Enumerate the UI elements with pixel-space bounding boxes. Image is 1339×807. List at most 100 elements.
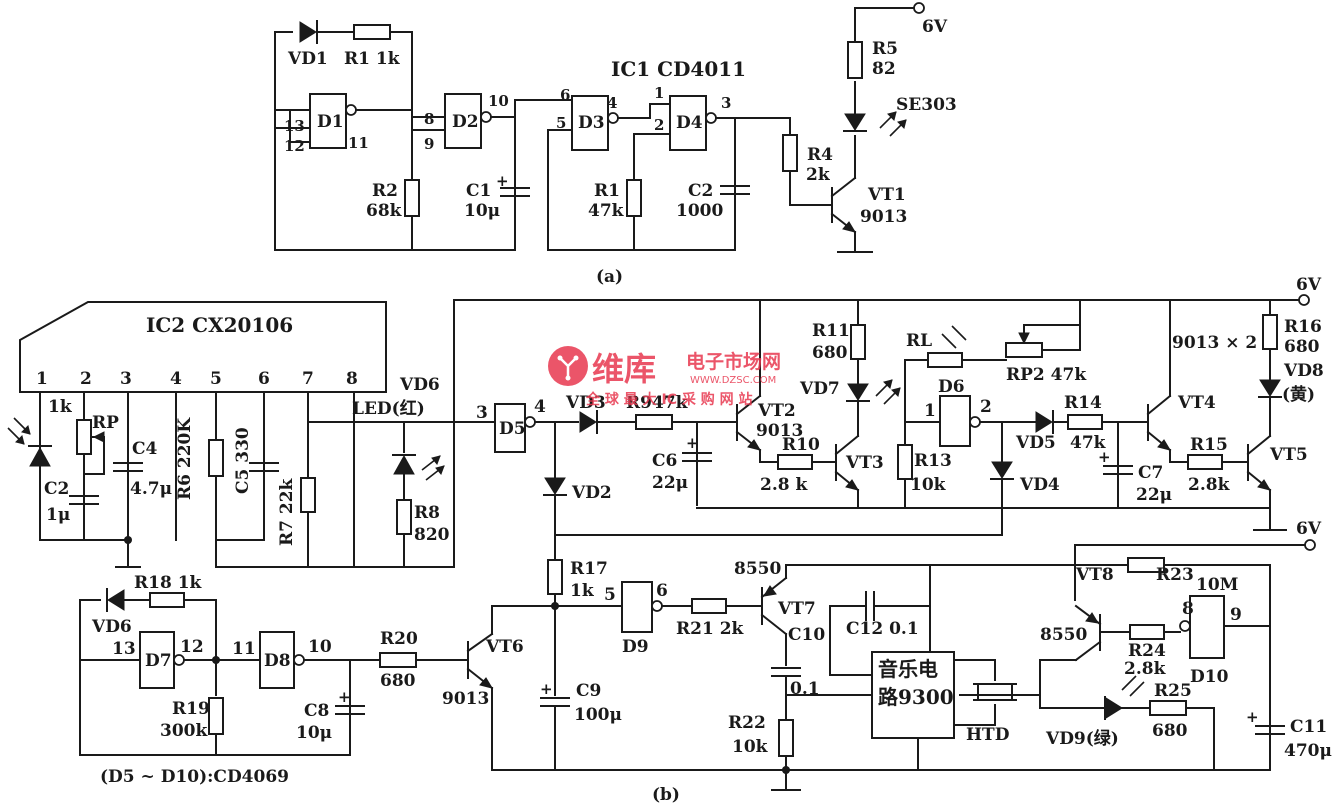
c1-plus: +: [496, 172, 509, 190]
label-r24-val: 2.8k: [1124, 659, 1167, 679]
label-r25-val: 680: [1152, 721, 1188, 741]
watermark: 维库 电子市场网 WWW.DZSC.COM 全 球 最 大 IC 采 购 网 站: [548, 346, 781, 408]
label-r2-val: 68k: [366, 201, 403, 221]
label-r18: R18 1k: [134, 573, 203, 593]
resistor-rp2: [1005, 342, 1043, 358]
pin-12: 12: [284, 137, 305, 155]
label-vt5: VT5: [1269, 445, 1308, 465]
diode-vd5: [1035, 410, 1054, 434]
pin-1: 1: [654, 84, 664, 102]
label-d10: D10: [1190, 667, 1229, 687]
label-c9-val: 100μ: [574, 705, 622, 725]
label-vt2-name: VT2: [757, 401, 796, 421]
resistor-r25: [1149, 700, 1187, 716]
ic2-pin-8: 8: [346, 369, 358, 389]
resistor-r7: [300, 477, 316, 513]
resistor-rp: [76, 419, 92, 455]
diode-vd2: [543, 477, 567, 496]
c7-plus: +: [1098, 448, 1111, 466]
gate-d5: [494, 403, 526, 453]
resistor-r19: [208, 697, 224, 735]
diode-vd4: [990, 461, 1014, 480]
label-r4-val: 2k: [806, 165, 831, 185]
label-c2-name: C2: [688, 181, 713, 201]
label-c6-name: C6: [652, 451, 677, 471]
label-c6-val: 22μ: [652, 473, 688, 493]
label-vt1-name: VT1: [867, 185, 906, 205]
pin-d8-out: 10: [308, 637, 332, 657]
label-vd2: VD2: [571, 483, 612, 503]
label-r19-val: 300k: [160, 721, 208, 741]
label-r23-val: 10M: [1196, 575, 1239, 595]
pin-d6-in: 1: [924, 401, 936, 421]
label-r25-name: R25: [1154, 681, 1192, 701]
label-vt7-val: 8550: [734, 559, 781, 579]
gate-d3: [571, 95, 609, 151]
label-r4-name: R4: [807, 145, 833, 165]
transistor-vt2: [735, 394, 762, 452]
resistor-r13: [897, 444, 913, 480]
label-se303: SE303: [896, 95, 957, 115]
resistor-r1-top: [353, 24, 391, 40]
gate-d6: [939, 395, 971, 447]
watermark-slogan: 全 球 最 大 IC 采 购 网 站: [585, 391, 752, 408]
label-d7: D7: [145, 651, 172, 671]
pin-d5-out: 4: [534, 397, 546, 417]
gate-d2: [444, 93, 482, 149]
label-c11-name: C11: [1290, 717, 1327, 737]
label-ic1: IC1 CD4011: [611, 57, 746, 81]
label-c4-name: C4: [132, 439, 158, 459]
circuit-a: VD1 R1 1k D1 13 12 11 D2 8 9 10 R2 68k +…: [274, 2, 957, 287]
pin-d9-out: 6: [656, 581, 668, 601]
label-r8-val: 820: [414, 525, 450, 545]
label-supply-a: 6V: [922, 17, 948, 37]
transistor-vt7: [760, 576, 788, 636]
diode-vd6-low: [106, 588, 125, 612]
resistor-rl: [927, 352, 963, 368]
label-r17-val: 1k: [570, 581, 595, 601]
label-c10-name: C10: [788, 625, 825, 645]
pin-13: 13: [284, 117, 305, 135]
label-vt6-val: 9013: [442, 689, 489, 709]
resistor-r1-47k: [626, 179, 642, 217]
label-d4: D4: [676, 113, 703, 133]
label-supply-mid: 6V: [1296, 519, 1322, 539]
pin-4: 4: [607, 94, 617, 112]
label-htd: HTD: [966, 725, 1010, 745]
terminal-6v-a: [913, 2, 925, 14]
resistor-r4: [782, 134, 798, 172]
resistor-r18: [149, 592, 185, 608]
resistor-r6: [208, 439, 224, 477]
pin-d10-out: 9: [1230, 605, 1242, 625]
label-vd8-name: VD8: [1283, 361, 1324, 381]
caption-a: (a): [596, 267, 623, 287]
music-ic-9300: [871, 651, 955, 739]
resistor-r5: [847, 41, 863, 79]
label-c7-val: 22μ: [1136, 485, 1172, 505]
diode-vd3: [579, 410, 598, 434]
pin-d7-in: 13: [112, 639, 136, 659]
terminal-6v-mid: [1304, 539, 1316, 551]
label-r15-name: R15: [1190, 435, 1228, 455]
pin-d5-in: 3: [476, 403, 488, 423]
ic2-pin-7: 7: [302, 369, 314, 389]
label-vt3: VT3: [845, 453, 884, 473]
ic2-pin-4: 4: [170, 369, 182, 389]
label-r2-name: R2: [372, 181, 398, 201]
label-rp2: RP2 47k: [1006, 365, 1087, 385]
circuit-logo-icon: [548, 346, 588, 386]
pin-10: 10: [488, 92, 509, 110]
label-r22-val: 10k: [732, 737, 769, 757]
label-vt8: VT8: [1075, 565, 1114, 585]
label-c4-val: 4.7μ: [130, 479, 172, 499]
label-dual-9013: 9013 × 2: [1172, 333, 1257, 353]
label-r24-name: R24: [1128, 641, 1166, 661]
label-d8: D8: [264, 651, 291, 671]
label-vd6-low: VD6: [91, 617, 132, 637]
caption-b: (b): [652, 785, 680, 805]
resistor-r2: [404, 179, 420, 217]
label-r7: R7 22k: [277, 477, 297, 546]
resistor-r16: [1262, 314, 1278, 350]
label-rp: RP: [92, 413, 119, 433]
label-r20-name: R20: [380, 629, 418, 649]
